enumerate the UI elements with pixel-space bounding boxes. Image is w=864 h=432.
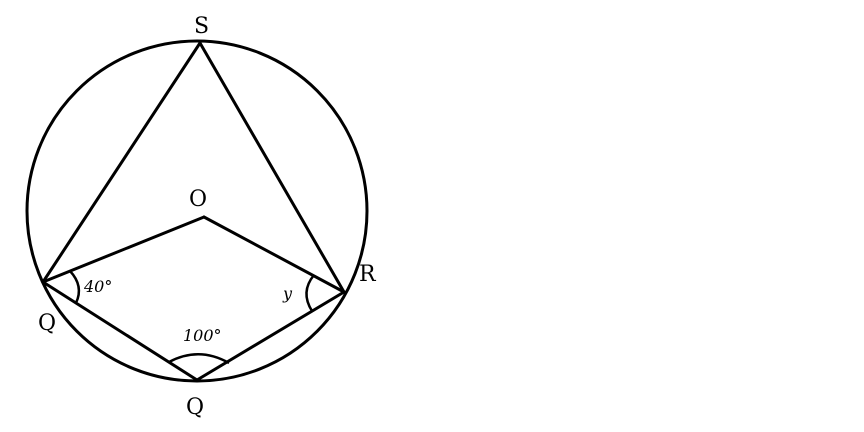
point-label-q-bottom: Q [186, 395, 204, 420]
angle-label-bottom: 100° [183, 326, 222, 345]
angle-label-left: 40° [83, 277, 112, 296]
radius-o-r [202, 215, 346, 294]
angle-arc-right [305, 274, 315, 312]
chord-q-bottom [41, 280, 199, 382]
chord-r-bottom [195, 290, 346, 382]
point-label-o: O [189, 187, 207, 212]
chord-s-r [198, 41, 346, 294]
point-label-r: R [359, 262, 377, 287]
angle-label-right: y [282, 284, 293, 303]
chord-s-q [41, 41, 202, 284]
angle-arc-bottom [168, 353, 230, 365]
radius-o-q [41, 215, 206, 284]
point-label-s: S [194, 14, 209, 39]
angle-arc-left [69, 270, 81, 304]
point-label-q-left: Q [38, 311, 56, 336]
